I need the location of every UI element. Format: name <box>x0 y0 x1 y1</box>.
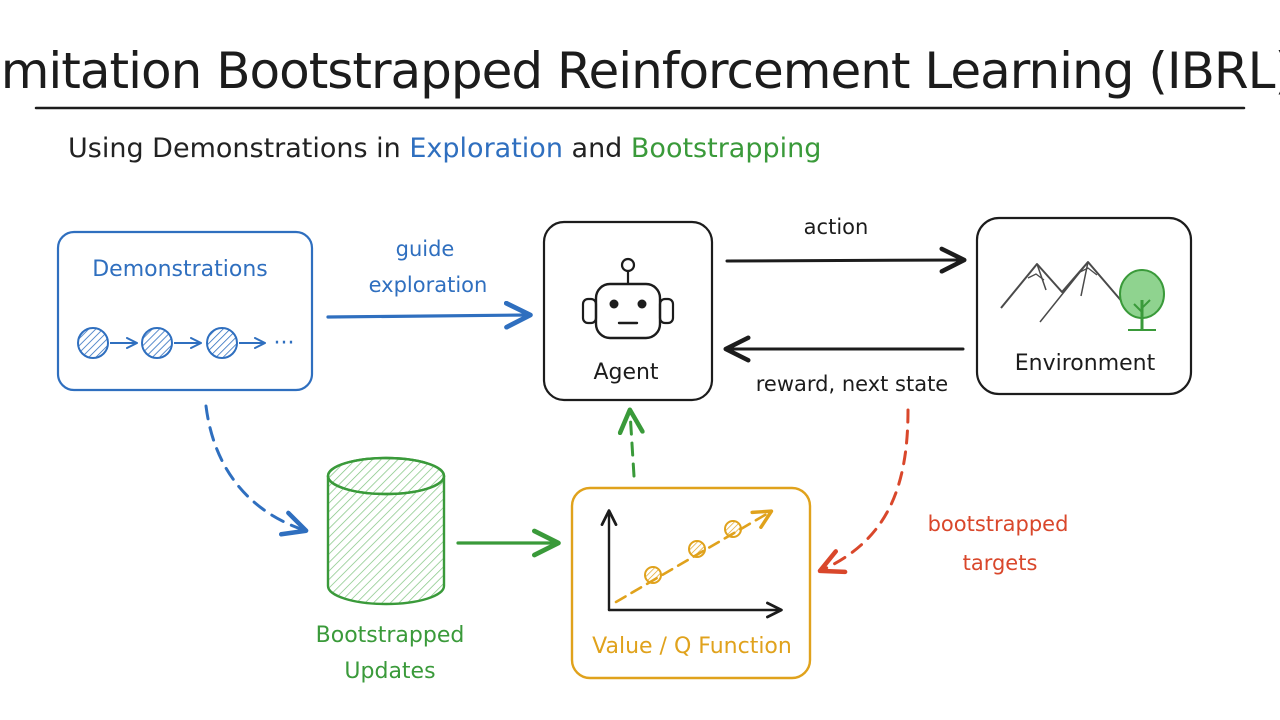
edge-value-to-agent <box>617 407 645 478</box>
bootstrapped-targets-label-line2: targets <box>963 551 1038 575</box>
reward-next-state-label: reward, next state <box>756 372 948 396</box>
guide-exploration-label-line1: guide <box>396 237 455 261</box>
edge-guide-exploration: guide exploration <box>326 237 533 330</box>
replay-buffer-label-line1: Bootstrapped <box>316 623 465 648</box>
demo-sequence-icon: ··· <box>77 327 295 359</box>
agent-node: Agent <box>542 220 714 402</box>
edge-bootstrapped-targets: bootstrapped targets <box>817 408 1069 575</box>
environment-label: Environment <box>1015 351 1156 376</box>
demo-sequence-ellipsis: ··· <box>274 331 295 356</box>
robot-icon <box>581 257 675 340</box>
agent-label: Agent <box>593 360 658 385</box>
mountains-tree-icon <box>1000 261 1165 331</box>
replay-buffer-label-line2: Updates <box>344 659 435 684</box>
guide-exploration-label-line2: exploration <box>369 273 488 297</box>
subtitle: Using Demonstrations in Exploration and … <box>68 133 821 164</box>
action-label: action <box>804 215 869 239</box>
value-function-label: Value / Q Function <box>592 634 792 659</box>
subtitle-exploration: Exploration <box>409 133 563 164</box>
line-plot-icon <box>600 509 783 619</box>
edge-reward-next-state: reward, next state <box>723 335 965 396</box>
edge-action: action <box>725 215 967 274</box>
subtitle-middle: and <box>563 133 631 164</box>
bootstrapped-targets-label-line1: bootstrapped <box>928 512 1069 536</box>
subtitle-prefix: Using Demonstrations in <box>68 133 409 164</box>
demonstrations-node: Demonstrations ··· <box>56 230 314 392</box>
value-function-node: Value / Q Function <box>570 486 812 680</box>
subtitle-bootstrapping: Bootstrapping <box>631 133 821 164</box>
replay-buffer-node: Bootstrapped Updates <box>316 456 465 684</box>
demonstrations-label: Demonstrations <box>92 257 268 282</box>
environment-node: Environment <box>975 216 1193 396</box>
page-title: Imitation Bootstrapped Reinforcement Lea… <box>0 42 1280 100</box>
edge-demos-to-buffer <box>204 404 309 537</box>
cylinder-database-icon <box>326 456 446 606</box>
